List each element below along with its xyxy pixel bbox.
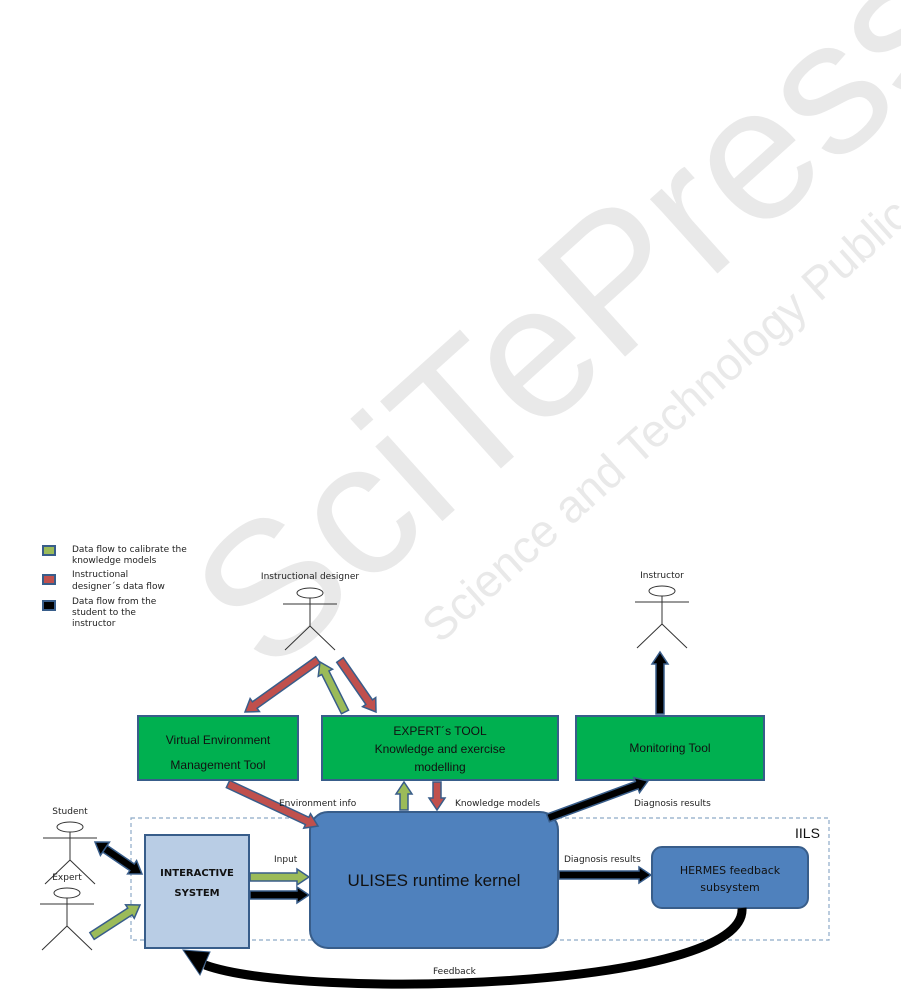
feedback-arrow bbox=[203, 907, 747, 989]
interactive-system-box[interactable]: INTERACTIVE SYSTEM bbox=[144, 834, 250, 949]
watermark: SciTePress Science and Technology Public… bbox=[154, 0, 901, 708]
box-text: modelling bbox=[414, 760, 465, 774]
expert-tool-to-designer-arrow bbox=[317, 660, 350, 715]
actor-instructor-icon bbox=[635, 585, 689, 649]
flow-label-diagnosis-right: Diagnosis results bbox=[564, 855, 641, 865]
legend-text: instructor bbox=[72, 619, 116, 629]
legend-text: Instructional bbox=[72, 570, 128, 580]
actor-instructional-designer-icon bbox=[283, 587, 337, 651]
legend-swatch-red bbox=[42, 574, 56, 585]
designer-to-ve-arrow bbox=[243, 655, 322, 713]
input-green-arrow bbox=[249, 867, 311, 887]
legend-text: Data flow to calibrate the bbox=[72, 545, 187, 555]
box-text: SYSTEM bbox=[174, 888, 219, 899]
monitoring-to-instructor-arrow bbox=[650, 650, 670, 715]
hermes-box[interactable]: HERMES feedback subsystem bbox=[651, 846, 809, 909]
actor-label-student: Student bbox=[52, 807, 88, 817]
actor-label-instructional-designer: Instructional designer bbox=[261, 572, 359, 582]
input-black-arrow bbox=[249, 885, 311, 905]
expert-tool-to-ulises-arrow bbox=[427, 781, 447, 812]
expert-tool-box[interactable]: EXPERT´s TOOL Knowledge and exercise mod… bbox=[321, 715, 559, 781]
box-text: EXPERT´s TOOL bbox=[393, 724, 487, 738]
flow-label-knowledge-models: Knowledge models bbox=[455, 799, 540, 809]
box-text: ULISES runtime kernel bbox=[348, 871, 521, 890]
ulises-to-hermes-arrow bbox=[558, 865, 653, 885]
legend-swatch-green bbox=[42, 545, 56, 556]
box-text: HERMES feedback bbox=[680, 864, 781, 877]
flow-label-feedback: Feedback bbox=[433, 967, 477, 977]
student-interactive-arrow bbox=[93, 841, 144, 875]
feedback-arrow-head bbox=[182, 949, 211, 977]
flow-label-diagnosis-top: Diagnosis results bbox=[634, 799, 711, 809]
flow-label-environment-info: Environment info bbox=[279, 799, 357, 809]
box-text: Management Tool bbox=[170, 758, 265, 772]
legend-text: Data flow from the bbox=[72, 597, 157, 607]
box-text: Virtual Environment bbox=[166, 733, 271, 747]
watermark-logo: SciTePress bbox=[154, 0, 901, 708]
legend: Data flow to calibrate the knowledge mod… bbox=[42, 545, 187, 629]
box-text: Knowledge and exercise bbox=[375, 742, 506, 756]
legend-text: knowledge models bbox=[72, 556, 157, 566]
actor-student-icon bbox=[43, 821, 97, 885]
monitoring-tool-box[interactable]: Monitoring Tool bbox=[575, 715, 765, 781]
ulises-to-expert-tool-arrow bbox=[394, 780, 414, 811]
ve-tool-box[interactable]: Virtual Environment Management Tool bbox=[137, 715, 299, 781]
actor-expert-icon bbox=[40, 887, 94, 951]
legend-swatch-black bbox=[42, 600, 56, 611]
legend-text: designer´s data flow bbox=[72, 581, 165, 592]
iils-label: IILS bbox=[795, 825, 820, 841]
legend-text: student to the bbox=[72, 608, 136, 618]
ve-to-ulises-arrow bbox=[225, 779, 320, 830]
flow-label-input: Input bbox=[274, 855, 298, 865]
ulises-kernel-box[interactable]: ULISES runtime kernel bbox=[309, 811, 559, 949]
designer-to-expert-tool-arrow bbox=[335, 656, 377, 714]
box-text: subsystem bbox=[700, 881, 759, 894]
actor-label-instructor: Instructor bbox=[640, 571, 684, 581]
actor-label-expert: Expert bbox=[52, 873, 82, 883]
box-text: INTERACTIVE bbox=[160, 868, 234, 879]
expert-to-interactive-arrow bbox=[88, 904, 142, 941]
ulises-to-monitoring-arrow bbox=[545, 776, 650, 823]
box-text: Monitoring Tool bbox=[629, 741, 710, 755]
